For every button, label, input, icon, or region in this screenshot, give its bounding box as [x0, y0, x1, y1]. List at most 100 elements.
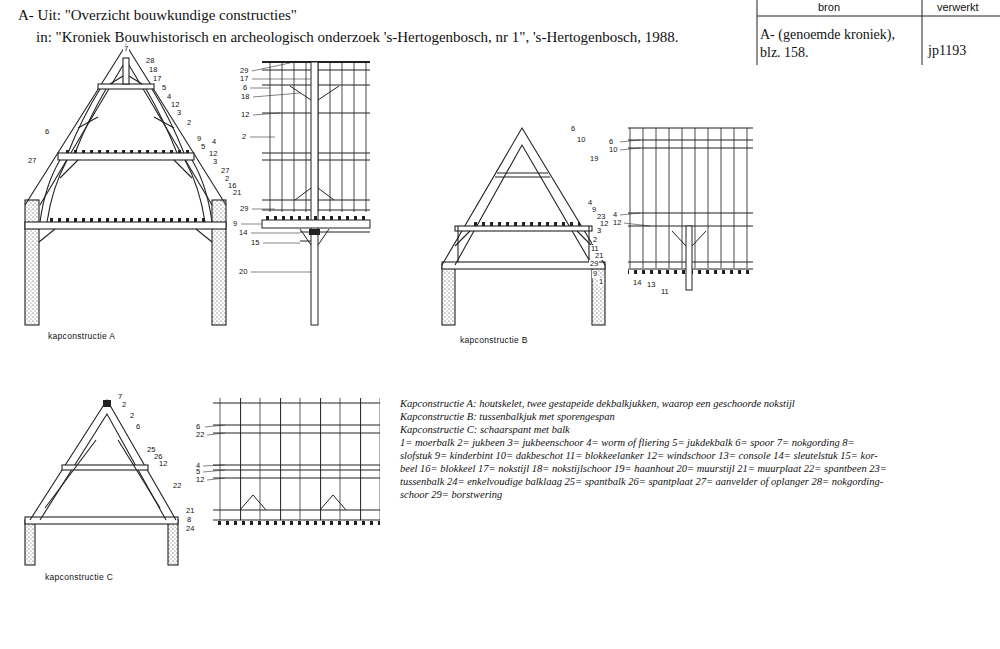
callout-number: 6: [570, 125, 576, 133]
callout-number: 6: [242, 84, 248, 92]
truss-c-elevation-part: [213, 520, 380, 521]
source-table-part: [922, 0, 923, 65]
callout-number: 3: [596, 227, 602, 235]
callout-number: 12: [170, 101, 180, 109]
truss-c-section-part: [25, 517, 178, 524]
truss-b-section-part: [455, 226, 592, 231]
truss-b-section-part: [455, 145, 592, 265]
callout-number: 19: [589, 155, 599, 163]
callout-number: 3: [212, 158, 218, 166]
truss-c-elevation-part: [253, 495, 266, 510]
truss-b-elevation-part: [692, 231, 706, 246]
callout-number: 13: [646, 281, 656, 289]
legend-note: schoor 29= borstwering: [400, 489, 502, 501]
source-table: [757, 0, 1000, 65]
callout-number: 24: [185, 525, 195, 533]
callout-number: 7: [117, 393, 123, 401]
table-header: bron: [818, 1, 840, 14]
truss-a-elevation-part: [262, 220, 370, 228]
source-table-part: [757, 0, 758, 65]
callout-number: 9: [592, 270, 598, 278]
callout-number: 11: [660, 288, 670, 296]
callout-number: 29: [239, 67, 249, 75]
figure-caption: kapconstructie B: [460, 335, 528, 345]
leader-lines-part: [251, 272, 311, 273]
callout-number: 8: [186, 516, 192, 524]
callout-number: 12: [158, 460, 168, 468]
truss-a-section-part: [25, 222, 226, 229]
callout-number: 12: [195, 476, 205, 484]
truss-c-elevation-part: [213, 478, 380, 479]
callout-number: 17: [239, 75, 249, 83]
truss-a-elevation-part: [318, 188, 334, 200]
truss-c-section-part: [118, 440, 160, 508]
truss-c-elevation-part: [213, 465, 380, 466]
truss-a-section-part: [154, 117, 174, 128]
truss-a-elevation-part: [318, 86, 339, 100]
callout-number: 18: [148, 66, 158, 74]
truss-b-elevation-part: [628, 128, 753, 129]
truss-b-elevation-part: [672, 231, 686, 246]
truss-a-section-part: [39, 229, 55, 242]
truss-b-section-part: [588, 226, 589, 262]
callout-number: 21: [232, 189, 242, 197]
callout-number: 5: [200, 143, 206, 151]
table-header: verwerkt: [937, 1, 979, 14]
callout-number: 1: [598, 278, 604, 286]
truss-b-section-part: [470, 222, 580, 226]
title: A- Uit: "Overzicht bouwkundige construct…: [18, 7, 297, 24]
callout-number: 29: [239, 205, 249, 213]
callout-number: 10: [576, 136, 586, 144]
callout-number: 2: [241, 133, 247, 141]
truss-a-section-part: [110, 76, 123, 84]
truss-a-section-part: [146, 89, 177, 153]
truss-b-section-part: [592, 265, 605, 325]
table-cell: jp1193: [928, 43, 966, 59]
truss-c-elevation-part: [213, 470, 380, 471]
callout-number: 10: [608, 146, 618, 154]
callout-number: 4: [612, 211, 618, 219]
truss-b-section-part: [455, 231, 470, 246]
truss-b-section-part: [442, 128, 605, 265]
callout-number: 20: [238, 268, 248, 276]
truss-a-section-part: [185, 160, 205, 222]
legend-note: tussenbalk 24= enkelvoudige balklaag 25=…: [400, 476, 883, 488]
truss-a-elevation-part: [300, 241, 311, 242]
leader-lines-part: [241, 224, 262, 225]
legend-note: beel 16= blokkeel 17= nokstijl 18= nokst…: [400, 463, 887, 475]
truss-b-elevation-part: [686, 226, 692, 290]
truss-a-section-part: [129, 76, 142, 84]
truss-a-section-part: [25, 200, 39, 325]
leader-lines-part: [253, 113, 280, 115]
callout-number: 6: [135, 423, 141, 431]
truss-c-elevation-part: [213, 510, 380, 511]
callout-number: 17: [152, 75, 162, 83]
truss-c-elevation-part: [213, 521, 380, 525]
truss-b-section-part: [457, 226, 458, 262]
callout-number: 6: [195, 423, 201, 431]
table-cell: A- (genoemde kroniek),: [760, 27, 895, 43]
callout-number: 2: [121, 401, 127, 409]
leader-lines-part: [253, 93, 300, 97]
callout-number: 22: [195, 431, 205, 439]
truss-c-section-part: [30, 400, 176, 520]
truss-a-elevation-part: [262, 216, 370, 220]
leader-lines-part: [252, 209, 275, 210]
truss-c-section-part: [40, 414, 166, 520]
callout-number: 9: [232, 220, 238, 228]
truss-a-elevation-part: [295, 188, 311, 200]
truss-c-elevation-part: [240, 495, 253, 510]
callout-number: 21: [594, 252, 604, 260]
figure-caption: kapconstructie A: [48, 331, 115, 341]
callout-number: 27: [220, 167, 230, 175]
truss-a-section-part: [196, 229, 212, 242]
truss-a-elevation-part: [311, 62, 318, 325]
legend-note: Kapconstructie A: houtskelet, twee gesta…: [400, 398, 795, 410]
truss-c-elevation-part: [213, 398, 380, 520]
callout-number: 18: [240, 93, 250, 101]
truss-a-section-part: [78, 117, 98, 128]
truss-a-section-part: [47, 160, 67, 222]
truss-a-section-part: [192, 160, 212, 222]
truss-a-section-part: [123, 58, 129, 84]
truss-c-section-part: [25, 520, 35, 565]
